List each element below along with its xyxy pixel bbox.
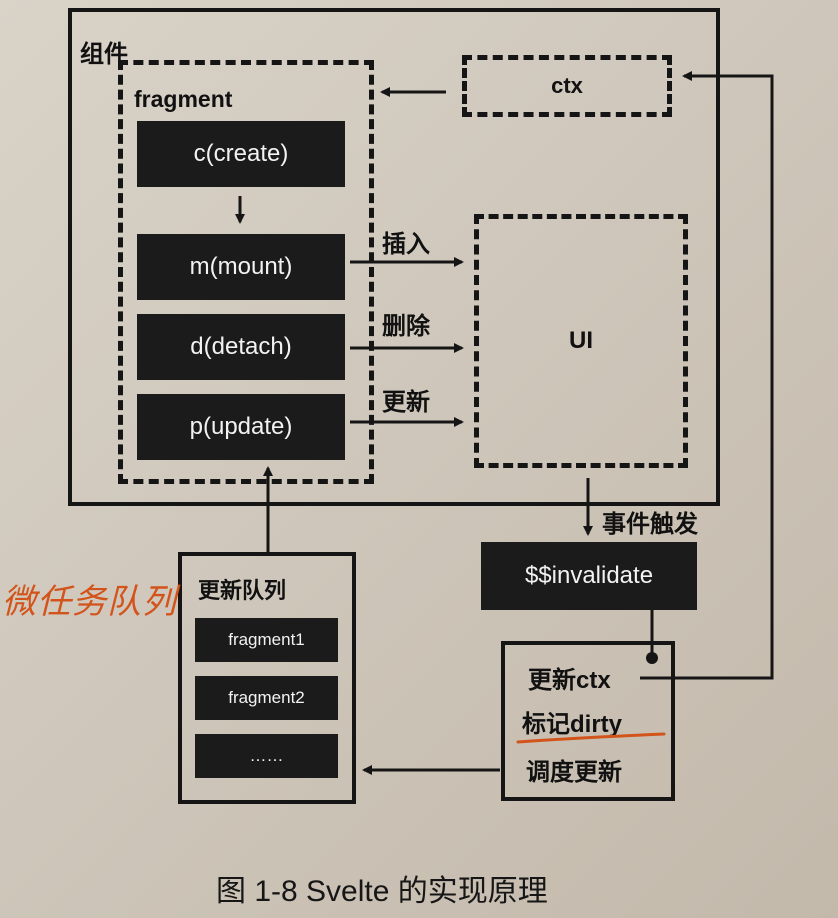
ui-label: UI <box>569 327 593 354</box>
ctx-label: ctx <box>551 73 583 98</box>
edge-label-insert: 插入 <box>382 231 430 258</box>
ui-box: UI <box>474 214 688 468</box>
process-box <box>501 641 675 801</box>
process-line-schedule-update: 调度更新 <box>526 759 622 786</box>
edge-label-update: 更新 <box>382 389 430 416</box>
component-box <box>68 8 720 506</box>
process-line-update-ctx: 更新ctx <box>528 667 611 694</box>
ctx-box: ctx <box>462 55 672 117</box>
handwritten-annotation: 微任务队列 <box>2 582 177 622</box>
fragment-title: fragment <box>134 86 233 112</box>
queue-item-ellipsis: …… <box>195 734 338 778</box>
arrow-update-ctx-to-ctx <box>640 71 774 680</box>
figure-caption: 图 1-8 Svelte 的实现原理 <box>216 875 548 908</box>
invalidate-box: $$invalidate <box>481 542 697 610</box>
edge-label-remove: 删除 <box>382 313 430 340</box>
method-create: c(create) <box>137 121 345 187</box>
process-line-mark-dirty: 标记dirty <box>522 711 623 738</box>
edge-label-event-trigger: 事件触发 <box>602 511 698 538</box>
method-mount: m(mount) <box>137 234 345 300</box>
queue-item-fragment2: fragment2 <box>195 676 338 720</box>
queue-title: 更新队列 <box>198 578 287 603</box>
queue-box <box>178 552 356 804</box>
queue-item-fragment1: fragment1 <box>195 618 338 662</box>
method-detach: d(detach) <box>137 314 345 380</box>
fragment-box <box>118 60 374 484</box>
connector-dot <box>646 652 658 664</box>
method-update: p(update) <box>137 394 345 460</box>
handwritten-underline <box>516 732 666 744</box>
